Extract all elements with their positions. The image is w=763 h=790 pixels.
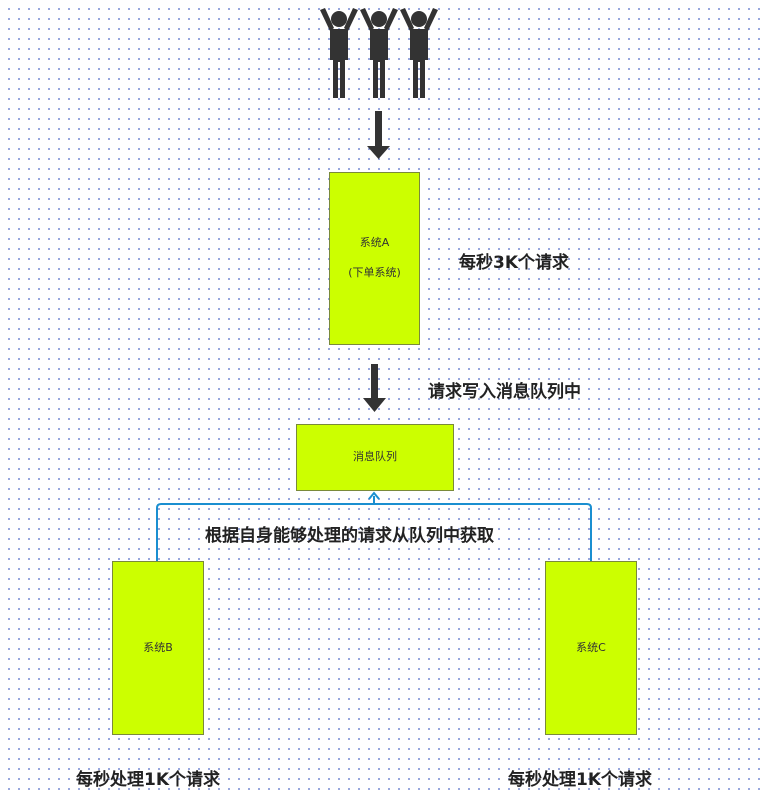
system-c-rate-label: 每秒处理1K个请求 xyxy=(508,770,653,790)
message-queue-title: 消息队列 xyxy=(353,450,397,464)
system-a-box: 系统A (下单系统) xyxy=(329,172,420,345)
system-a-subtitle: (下单系统) xyxy=(348,265,401,279)
write-queue-label: 请求写入消息队列中 xyxy=(428,382,581,402)
system-c-title: 系统C xyxy=(576,640,606,654)
system-c-box: 系统C xyxy=(545,561,637,735)
fetch-arrowhead-icon xyxy=(368,491,380,500)
fetch-label: 根据自身能够处理的请求从队列中获取 xyxy=(205,526,494,546)
arrow-down-icon xyxy=(367,111,390,159)
system-a-title: 系统A xyxy=(359,236,390,250)
system-b-rate-label: 每秒处理1K个请求 xyxy=(76,770,221,790)
system-b-title: 系统B xyxy=(143,640,173,654)
system-b-box: 系统B xyxy=(112,561,204,735)
arrow-down-icon xyxy=(363,364,386,412)
system-a-rate-label: 每秒3K个请求 xyxy=(459,253,570,273)
message-queue-box: 消息队列 xyxy=(296,424,454,491)
